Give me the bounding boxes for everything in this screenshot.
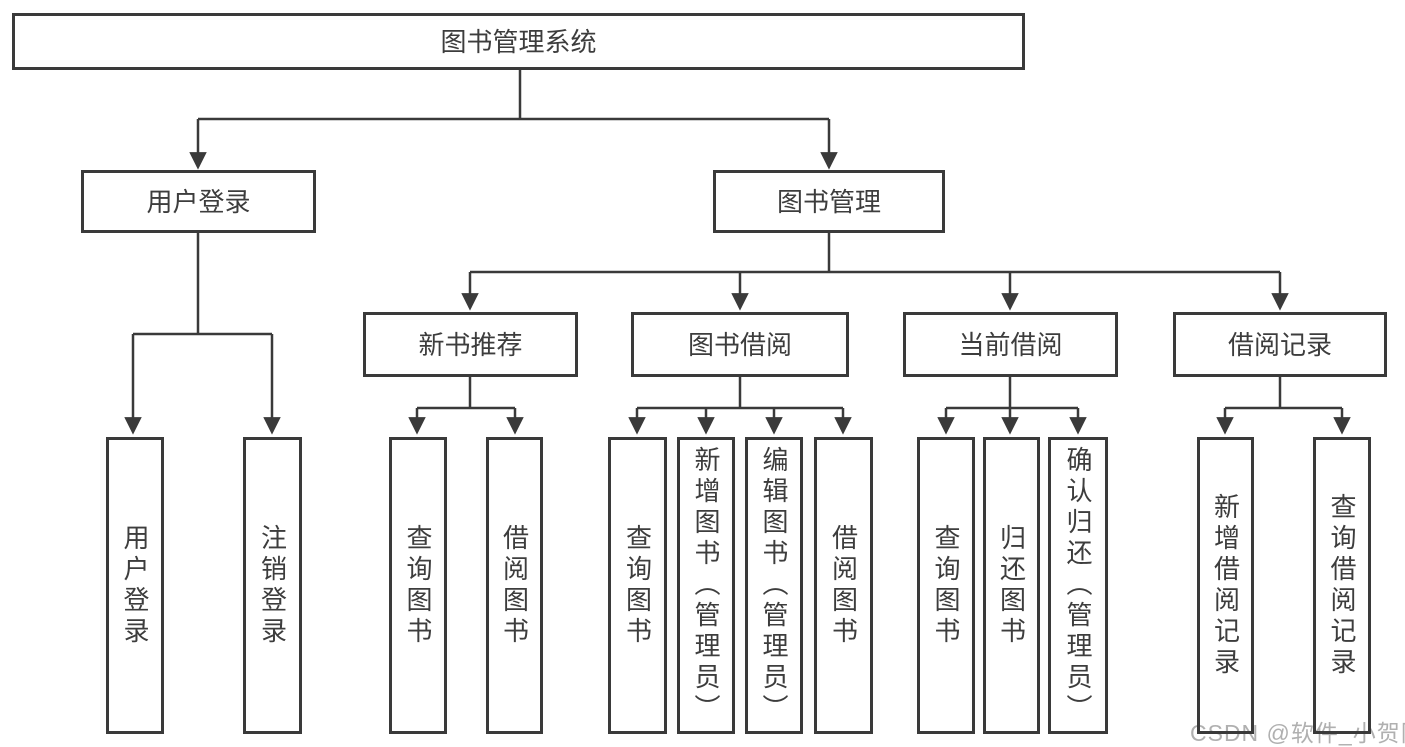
node-user-login-label: 用户登录 [146,186,251,217]
leaf-user-login-label: 用户登录 [120,523,150,648]
leaf-recommend-query-book-label: 查询图书 [403,523,433,648]
leaf-borrow-add-book-admin-label: 新增图书（管理员） [691,446,721,725]
node-book-management-label: 图书管理 [776,186,881,217]
leaf-logout: 注销登录 [243,437,302,734]
node-new-book-recommend: 新书推荐 [363,312,578,377]
node-user-login: 用户登录 [81,170,316,233]
tree-branch-lines [133,70,1342,410]
leaf-current-confirm-return-admin-label: 确认归还（管理员） [1063,446,1093,725]
leaf-recommend-borrow-book: 借阅图书 [486,437,543,734]
leaf-recommend-borrow-book-label: 借阅图书 [499,523,530,648]
leaf-records-add-record-label: 新增借阅记录 [1210,492,1241,679]
leaf-borrow-query-book-label: 查询图书 [622,523,653,648]
leaf-current-query-book: 查询图书 [917,437,975,734]
node-current-borrowing-label: 当前借阅 [958,329,1063,360]
leaf-borrow-add-book-admin: 新增图书（管理员） [677,437,735,734]
leaf-current-return-book: 归还图书 [983,437,1040,734]
leaf-borrow-borrow-book: 借阅图书 [814,437,873,734]
leaf-borrow-edit-book-admin: 编辑图书（管理员） [745,437,803,734]
leaf-current-query-book-label: 查询图书 [931,523,961,648]
node-current-borrowing: 当前借阅 [903,312,1118,377]
leaf-current-return-book-label: 归还图书 [996,523,1027,648]
node-book-borrowing: 图书借阅 [631,312,849,377]
node-borrowing-records-label: 借阅记录 [1227,329,1332,360]
node-new-book-recommend-label: 新书推荐 [418,329,523,360]
node-root-system-label: 图书管理系统 [440,26,597,57]
leaf-recommend-query-book: 查询图书 [389,437,447,734]
leaf-user-login: 用户登录 [106,437,164,734]
leaf-records-query-record-label: 查询借阅记录 [1327,492,1357,679]
leaf-borrow-borrow-book-label: 借阅图书 [828,523,859,648]
node-book-management: 图书管理 [713,170,945,233]
leaf-records-add-record: 新增借阅记录 [1197,437,1254,734]
leaf-borrow-edit-book-admin-label: 编辑图书（管理员） [759,446,789,725]
leaf-records-query-record: 查询借阅记录 [1313,437,1371,734]
leaf-borrow-query-book: 查询图书 [608,437,667,734]
leaf-logout-label: 注销登录 [257,523,288,648]
leaf-current-confirm-return-admin: 确认归还（管理员） [1048,437,1108,734]
tree-arrowheads [124,119,1351,435]
node-root-system: 图书管理系统 [12,13,1025,70]
node-book-borrowing-label: 图书借阅 [687,329,792,360]
node-borrowing-records: 借阅记录 [1173,312,1387,377]
